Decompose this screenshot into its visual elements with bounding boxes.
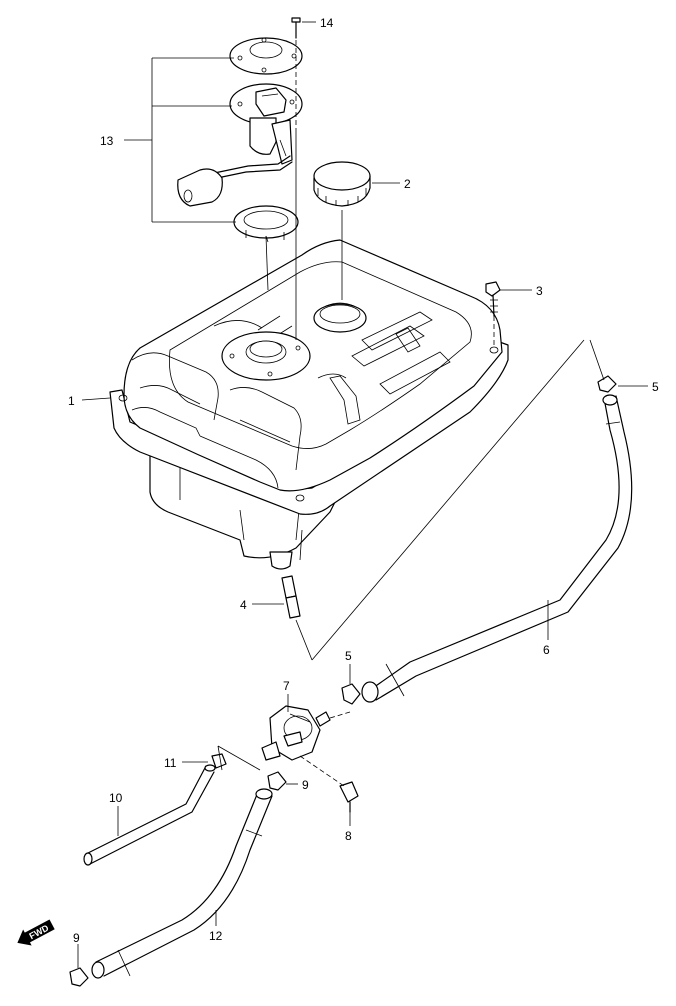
callout-2: 2 bbox=[404, 177, 411, 191]
hose-clamp-5-lower bbox=[341, 683, 361, 705]
fuel-tank bbox=[109, 239, 509, 570]
fuel-hose-6 bbox=[361, 394, 633, 703]
callout-4: 4 bbox=[240, 598, 247, 612]
hose-clamp-9-lower bbox=[69, 967, 89, 987]
assembly-lines bbox=[217, 40, 605, 787]
callout-5-upper: 5 bbox=[652, 380, 659, 394]
fuel-cock-7 bbox=[261, 705, 331, 761]
hose-clamp-5-upper bbox=[597, 375, 617, 393]
bolt-8 bbox=[339, 781, 359, 813]
callout-9-lower: 9 bbox=[73, 931, 80, 945]
fwd-arrow-icon bbox=[17, 919, 55, 946]
drain-fitting-4 bbox=[281, 575, 301, 619]
callout-14: 14 bbox=[320, 16, 334, 30]
clip-11 bbox=[211, 753, 227, 769]
callout-13: 13 bbox=[100, 134, 114, 148]
callout-5-lower: 5 bbox=[345, 649, 352, 663]
callout-7: 7 bbox=[283, 679, 290, 693]
callout-10: 10 bbox=[109, 791, 123, 805]
callout-8: 8 bbox=[345, 829, 352, 843]
fuel-pump-assembly bbox=[177, 37, 303, 243]
hose-clamp-9-upper bbox=[267, 771, 287, 791]
fuel-cap bbox=[313, 161, 371, 207]
callout-3: 3 bbox=[536, 284, 543, 298]
callout-6: 6 bbox=[543, 643, 550, 657]
screw-14 bbox=[291, 17, 301, 39]
callout-9-upper: 9 bbox=[302, 778, 309, 792]
callout-12: 12 bbox=[209, 929, 223, 943]
bolt-3 bbox=[485, 281, 501, 317]
fwd-direction-badge: FWD bbox=[17, 919, 55, 946]
fuel-hose-12 bbox=[91, 788, 273, 979]
leader-lines bbox=[77, 21, 648, 968]
callout-11: 11 bbox=[164, 756, 177, 770]
callout-1: 1 bbox=[68, 394, 75, 408]
vent-hose-10 bbox=[83, 764, 216, 866]
